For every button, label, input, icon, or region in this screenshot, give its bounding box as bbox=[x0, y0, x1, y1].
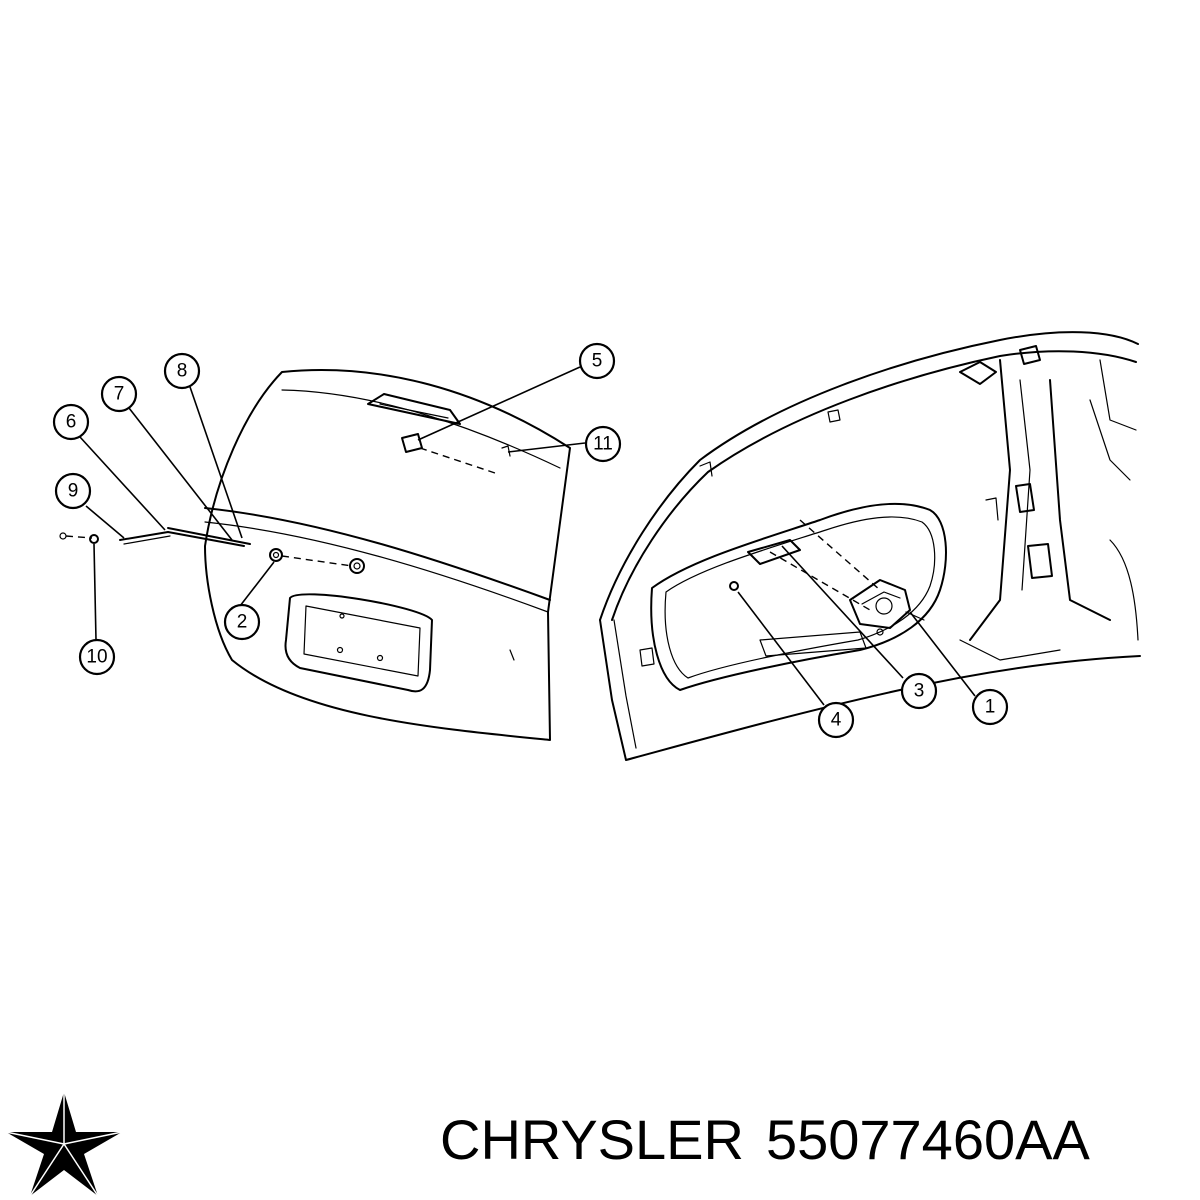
part-number: 55077460AA bbox=[765, 1108, 1090, 1171]
callout-2-label: 2 bbox=[237, 612, 248, 633]
callout-5-label: 5 bbox=[592, 351, 603, 372]
callout-8: 8 bbox=[163, 352, 201, 390]
callout-3-label: 3 bbox=[914, 681, 925, 702]
callout-9-label: 9 bbox=[68, 481, 79, 502]
callout-7: 7 bbox=[100, 375, 138, 413]
callout-8-label: 8 bbox=[177, 361, 188, 382]
callout-1-label: 1 bbox=[985, 697, 996, 718]
callout-11-label: 11 bbox=[593, 434, 613, 455]
callout-2: 2 bbox=[223, 603, 261, 641]
callout-10-label: 10 bbox=[86, 647, 107, 668]
callout-10: 10 bbox=[78, 638, 116, 676]
callout-3: 3 bbox=[900, 672, 938, 710]
callout-9: 9 bbox=[54, 472, 92, 510]
callout-4-label: 4 bbox=[831, 710, 842, 731]
callout-6-label: 6 bbox=[66, 412, 77, 433]
callout-7-label: 7 bbox=[114, 384, 125, 405]
callout-6: 6 bbox=[52, 403, 90, 441]
chrysler-pentastar-icon bbox=[5, 1092, 123, 1197]
callout-1: 1 bbox=[971, 688, 1009, 726]
callout-4: 4 bbox=[817, 701, 855, 739]
leader-lines bbox=[79, 366, 976, 706]
callout-5: 5 bbox=[578, 342, 616, 380]
liftgate-exterior-drawing bbox=[59, 369, 571, 741]
liftgate-interior-drawing bbox=[599, 331, 1141, 761]
part-caption: CHRYSLER 55077460AA bbox=[440, 1108, 1190, 1172]
callout-11: 11 bbox=[584, 425, 622, 463]
brand-name: CHRYSLER bbox=[440, 1108, 744, 1171]
